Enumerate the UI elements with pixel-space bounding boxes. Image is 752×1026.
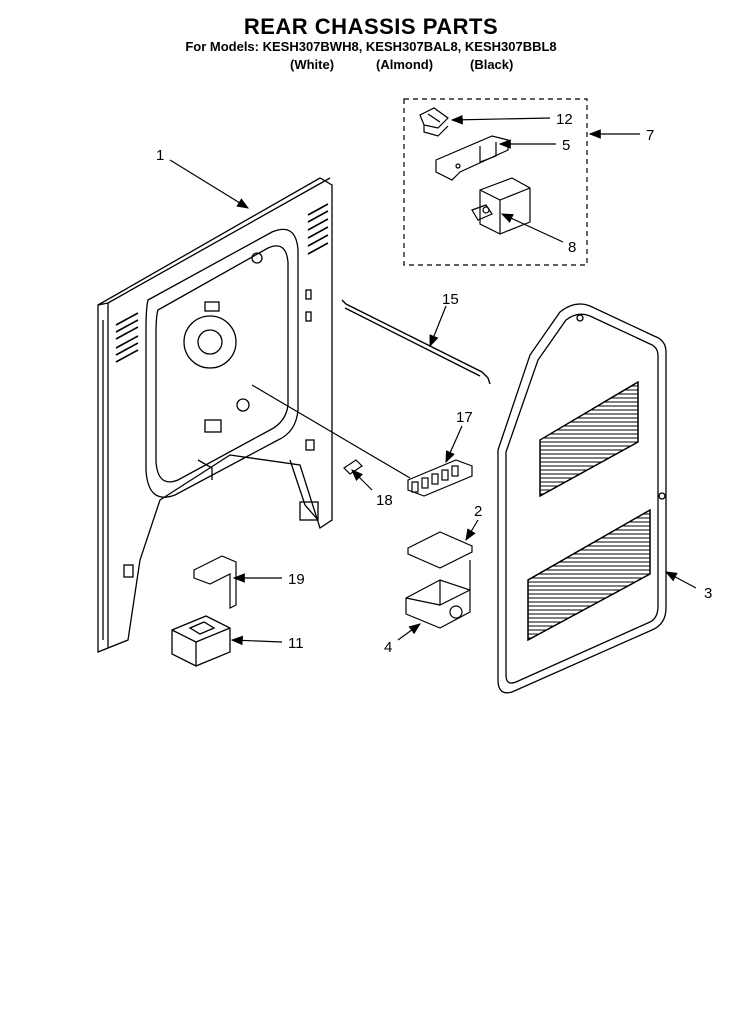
- rear-panel-part: [97, 177, 333, 653]
- part-3-back-cover: [497, 303, 667, 694]
- callout-19: 19: [288, 571, 305, 588]
- callout-4: 4: [384, 639, 392, 656]
- color-label-black: (Black): [470, 57, 514, 72]
- part-5-bracket: [435, 135, 509, 181]
- part-4-box: [405, 560, 471, 629]
- part-19-bracket: [193, 555, 237, 609]
- part-12-clip: [419, 107, 449, 137]
- callout-17: 17: [456, 409, 473, 426]
- part-17-terminal-block: [407, 459, 473, 497]
- page-title: REAR CHASSIS PARTS: [243, 14, 499, 39]
- callout-8: 8: [568, 239, 576, 256]
- callout-1: 1: [156, 147, 164, 164]
- callout-11: 11: [288, 635, 304, 652]
- color-label-white: (White): [290, 57, 335, 72]
- callout-18: 18: [376, 492, 393, 509]
- models-line: For Models: KESH307BWH8, KESH307BAL8, KE…: [185, 39, 557, 54]
- callout-7: 7: [646, 127, 654, 144]
- callout-2: 2: [474, 503, 482, 520]
- callout-12: 12: [556, 111, 573, 128]
- color-label-almond: (Almond): [376, 57, 434, 72]
- callout-3: 3: [704, 585, 712, 602]
- callout-5: 5: [562, 137, 570, 154]
- part-2-plate: [407, 531, 473, 569]
- leader-lines: [169, 114, 697, 646]
- callout-15: 15: [442, 291, 459, 308]
- part-11-block: [171, 615, 231, 667]
- part-18-clip: [343, 459, 363, 475]
- assembly-7-box: [403, 98, 588, 266]
- part-15-rod: [341, 299, 491, 385]
- part-8-switch: [471, 177, 531, 235]
